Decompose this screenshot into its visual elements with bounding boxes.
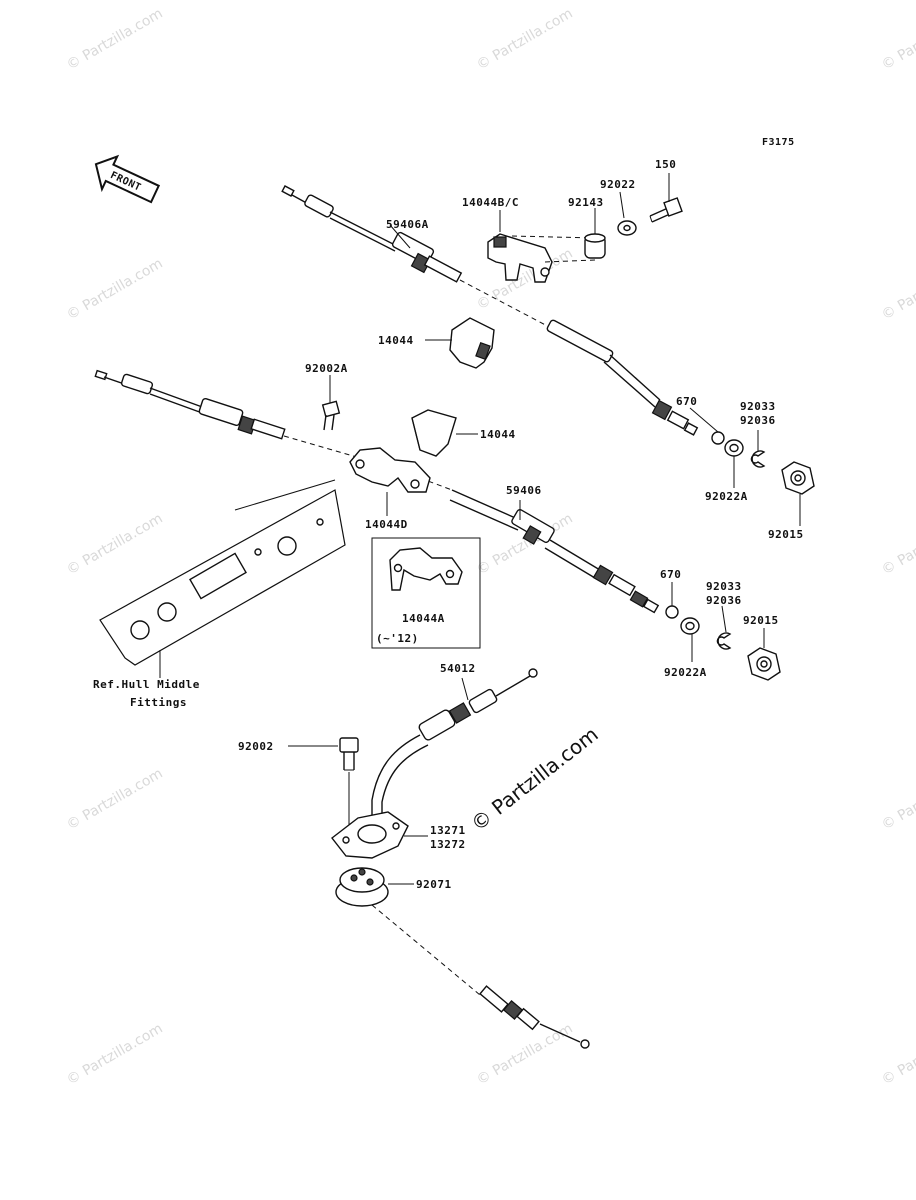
label-13272: 13272 bbox=[430, 838, 466, 851]
watermark: © Partzilla.com bbox=[64, 6, 166, 74]
watermark: © Partzilla.com bbox=[879, 766, 916, 834]
bracket-14044d bbox=[349, 447, 431, 493]
bolt-92002 bbox=[339, 737, 359, 830]
oring-670-lower bbox=[665, 605, 679, 619]
label-92036-lower: 92036 bbox=[706, 594, 742, 607]
label-59406a: 59406A bbox=[386, 218, 429, 231]
watermark: © Partzilla.com bbox=[879, 256, 916, 324]
watermark: © Partzilla.com bbox=[879, 1021, 916, 1089]
watermark: © Partzilla.com bbox=[474, 6, 576, 74]
clamp-14044-upper bbox=[449, 317, 495, 369]
cable-59406 bbox=[94, 369, 660, 614]
washer-92022 bbox=[617, 220, 637, 236]
label-14044a: 14044A bbox=[402, 612, 445, 625]
diagram-code: F3175 bbox=[762, 137, 795, 148]
nut-92015-upper bbox=[781, 461, 815, 495]
label-92022a-lower: 92022A bbox=[664, 666, 707, 679]
plate-13271 bbox=[331, 811, 409, 859]
cable-54012-lower bbox=[371, 904, 590, 1049]
collar-92143 bbox=[584, 233, 606, 259]
label-54012: 54012 bbox=[440, 662, 476, 675]
part-labels: 150 92022 14044B/C 92143 59406A 14044 92… bbox=[93, 158, 804, 891]
label-92015-upper: 92015 bbox=[768, 528, 804, 541]
label-59406: 59406 bbox=[506, 484, 542, 497]
hull-middle-fittings bbox=[99, 479, 346, 666]
label-92022a-upper: 92022A bbox=[705, 490, 748, 503]
watermark: © Partzilla.com bbox=[879, 6, 916, 74]
label-14044-lower: 14044 bbox=[480, 428, 516, 441]
label-92002a: 92002A bbox=[305, 362, 348, 375]
ref-hull-line1: Ref.Hull Middle bbox=[93, 678, 200, 691]
label-14044bc: 14044B/C bbox=[462, 196, 519, 209]
nut-92015-lower bbox=[747, 647, 781, 681]
label-150: 150 bbox=[655, 158, 676, 171]
watermark-group: © Partzilla.com © Partzilla.com © Partzi… bbox=[64, 6, 916, 1089]
label-14044d: 14044D bbox=[365, 518, 408, 531]
label-14044a-note: (~'12) bbox=[376, 632, 419, 645]
bracket-14044a bbox=[389, 547, 463, 591]
washer-92022a-upper bbox=[724, 439, 744, 457]
inset-box bbox=[371, 537, 481, 649]
clamp-14044-lower bbox=[411, 409, 457, 457]
watermark: © Partzilla.com bbox=[474, 1021, 576, 1089]
label-13271: 13271 bbox=[430, 824, 466, 837]
label-92015-lower: 92015 bbox=[743, 614, 779, 627]
cable-59406a bbox=[281, 185, 699, 436]
watermark: © Partzilla.com bbox=[64, 1021, 166, 1089]
label-92033-lower: 92033 bbox=[706, 580, 742, 593]
grommet-92071 bbox=[335, 867, 389, 907]
watermark: © Partzilla.com bbox=[879, 511, 916, 579]
watermark-main: © Partzilla.com bbox=[466, 722, 602, 836]
washer-92022a-lower bbox=[680, 617, 700, 635]
ref-hull-line2: Fittings bbox=[130, 696, 187, 709]
label-92002: 92002 bbox=[238, 740, 274, 753]
bracket-14044bc bbox=[487, 233, 596, 283]
clip-92033-upper bbox=[750, 450, 766, 468]
label-92036-upper: 92036 bbox=[740, 414, 776, 427]
clip-92033-lower bbox=[716, 632, 732, 650]
label-92143: 92143 bbox=[568, 196, 604, 209]
label-670-upper: 670 bbox=[676, 395, 697, 408]
label-92022: 92022 bbox=[600, 178, 636, 191]
bolt-92002a bbox=[321, 400, 341, 431]
oring-670-upper bbox=[711, 431, 725, 445]
cable-54012 bbox=[371, 668, 538, 833]
label-14044-upper: 14044 bbox=[378, 334, 414, 347]
leader-lines bbox=[288, 173, 801, 885]
label-92033-upper: 92033 bbox=[740, 400, 776, 413]
label-670-lower: 670 bbox=[660, 568, 681, 581]
watermark: © Partzilla.com bbox=[64, 256, 166, 324]
watermark: © Partzilla.com bbox=[64, 766, 166, 834]
bolt-150 bbox=[649, 197, 683, 223]
label-92071: 92071 bbox=[416, 878, 452, 891]
front-arrow: FRONT bbox=[94, 154, 161, 204]
watermark: © Partzilla.com bbox=[64, 511, 166, 579]
